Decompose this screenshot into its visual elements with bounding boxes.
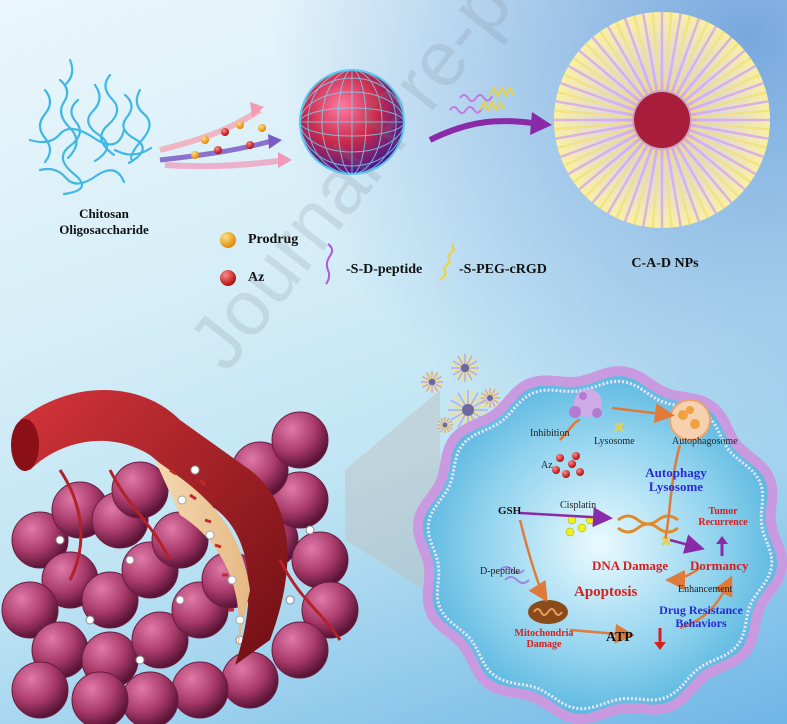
chitosan-label: Chitosan Oligosaccharide — [59, 206, 149, 237]
az-label: Az — [541, 460, 553, 471]
tumor-cell — [412, 366, 787, 724]
mito-damage-label: Mitochondria Damage — [514, 628, 574, 650]
autophagosome-label: Autophagosome — [672, 436, 738, 447]
atp-label: ATP — [606, 630, 633, 645]
conjugation-arrow — [428, 85, 552, 143]
lysosome-cluster — [569, 389, 602, 418]
legend-prodrug-label: Prodrug — [248, 232, 299, 247]
legend-peg-label: -S-PEG-cRGD — [459, 262, 547, 277]
incoming-nanoparticles — [421, 354, 500, 433]
legend-az-label: Az — [248, 270, 265, 285]
d-peptide-label: D-peptide — [480, 566, 520, 577]
dormancy-label: Dormancy — [690, 558, 749, 573]
legend-peptide-label: -S-D-peptide — [346, 262, 423, 277]
legend-symbols — [220, 232, 456, 286]
zoom-beam — [345, 390, 440, 600]
block-marks — [614, 422, 671, 546]
mitochondrion-icon — [528, 600, 568, 624]
cisplatin-label: Cisplatin — [560, 500, 597, 511]
cad-core — [634, 92, 690, 148]
gsh-label: GSH — [498, 505, 522, 517]
atp-down-arrow — [654, 628, 666, 650]
d-peptide-squiggle — [499, 566, 530, 584]
blood-vessel — [11, 390, 342, 665]
cad-nanoparticle — [554, 12, 770, 228]
autophagy-lysosome-label: Autophagy Lysosome — [645, 465, 707, 494]
cad-np-label: C-A-D NPs — [631, 256, 699, 271]
cisplatin-dots — [565, 515, 595, 537]
enhancement-label: Enhancement — [678, 584, 733, 595]
dna-damage-label: DNA Damage — [592, 558, 669, 573]
az-dots — [552, 452, 584, 478]
drug-resistance-label: Drug Resistance Behaviors — [659, 603, 743, 630]
core-nanoparticle — [299, 69, 405, 175]
assembly-arrows — [159, 102, 292, 170]
apoptosis-label: Apoptosis — [574, 584, 638, 600]
cell-arrows — [518, 403, 733, 644]
dormancy-up-arrow — [716, 536, 728, 556]
inhibition-label: Inhibition — [530, 428, 570, 439]
tumor-recurrence-label: Tumor Recurrence — [698, 506, 748, 528]
autophagosome — [669, 399, 711, 441]
lysosome-label: Lysosome — [594, 436, 635, 447]
chitosan-strands — [28, 58, 153, 196]
